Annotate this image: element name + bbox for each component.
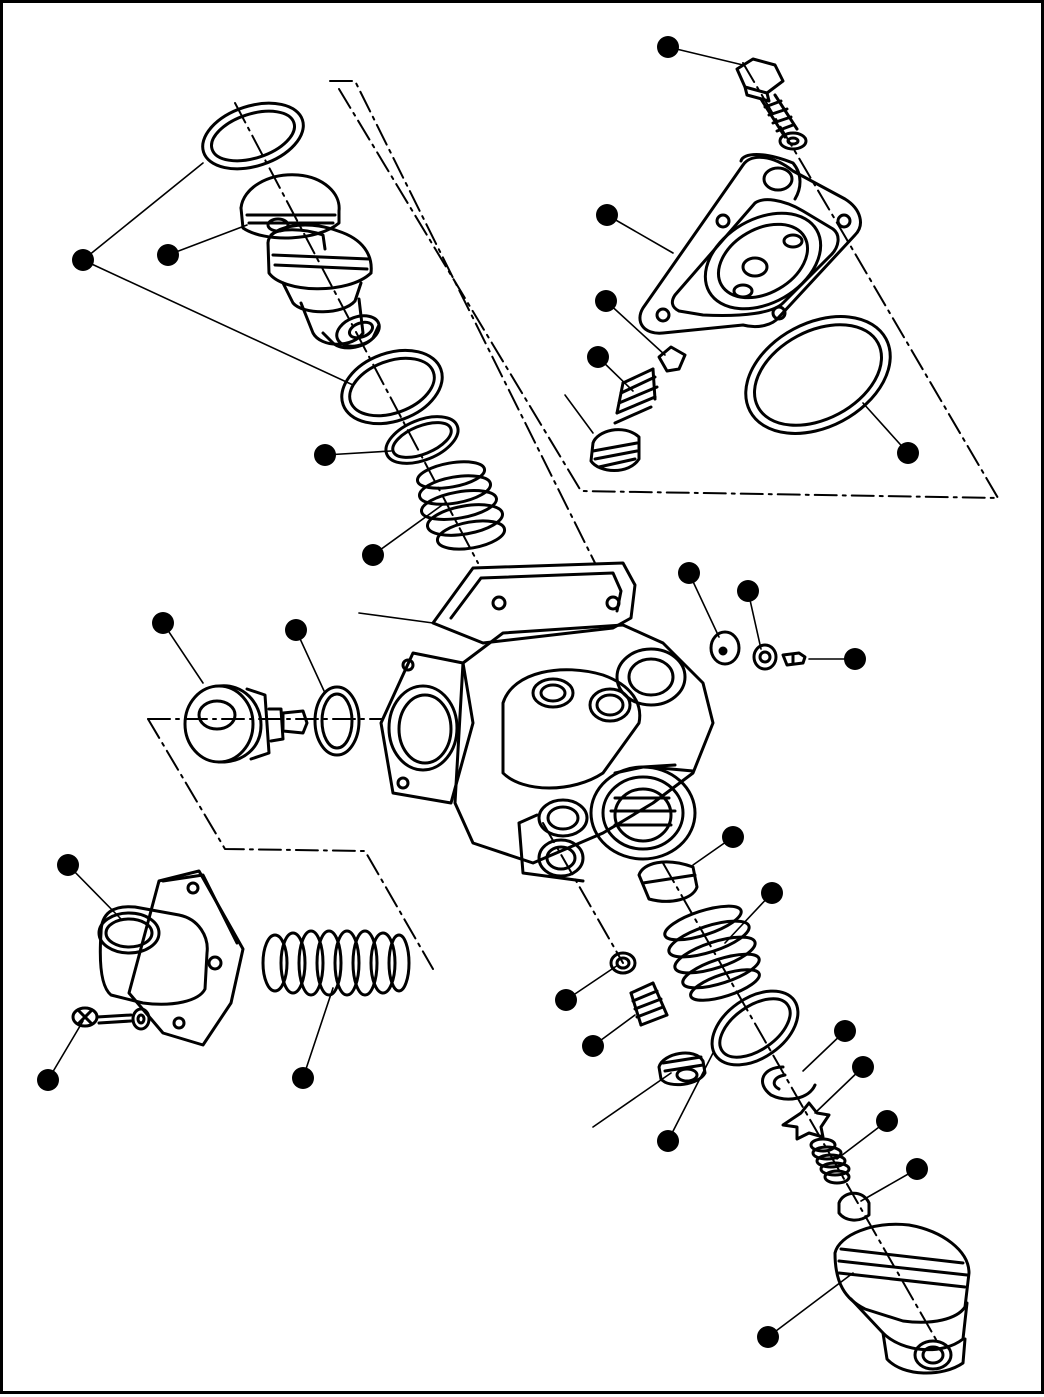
spring-mid: [661, 899, 763, 1006]
flanged-nut: [754, 645, 776, 669]
o-ring-left: [315, 687, 359, 755]
plug-cap: [591, 430, 639, 471]
pin: [283, 711, 307, 733]
callout-marker: [852, 1056, 874, 1078]
callout-markers: [37, 36, 928, 1348]
o-ring-bottom: [698, 976, 811, 1080]
set-screw: [659, 1053, 705, 1085]
callout-marker: [757, 1326, 779, 1348]
callout-marker: [737, 580, 759, 602]
outlet-union: [835, 1224, 969, 1373]
callout-marker: [678, 562, 700, 584]
callout-marker: [37, 1069, 59, 1091]
large-o-ring: [726, 293, 911, 457]
pump-body: [381, 563, 713, 881]
callout-marker: [876, 1110, 898, 1132]
seat-plug: [639, 862, 697, 901]
callout-marker: [314, 444, 336, 466]
small-screw: [783, 653, 805, 665]
leader-lines: [48, 47, 917, 1337]
callout-marker: [362, 544, 384, 566]
callout-marker: [761, 882, 783, 904]
hex-bolt: [737, 59, 797, 137]
callout-marker: [596, 204, 618, 226]
check-ball: [659, 347, 685, 371]
disc-washer: [711, 632, 739, 664]
callout-marker: [582, 1035, 604, 1057]
flange-cover: [99, 871, 243, 1045]
top-cover: [640, 155, 861, 334]
small-spring-center: [631, 983, 667, 1025]
callout-marker: [657, 36, 679, 58]
screw-with-washer: [73, 1008, 149, 1029]
callout-marker: [844, 648, 866, 670]
small-spring: [615, 369, 657, 423]
callout-marker: [152, 612, 174, 634]
callout-marker: [587, 346, 609, 368]
callout-marker: [906, 1158, 928, 1180]
valve-stem-assembly: [241, 175, 383, 352]
callout-marker: [722, 826, 744, 848]
exploded-parts-diagram: [3, 3, 1044, 1397]
callout-marker: [285, 619, 307, 641]
callout-marker: [157, 244, 179, 266]
callout-marker: [595, 290, 617, 312]
spider-guide: [783, 1103, 829, 1139]
large-spring-left: [263, 931, 409, 995]
callout-marker: [897, 442, 919, 464]
callout-marker: [292, 1067, 314, 1089]
callout-marker: [834, 1020, 856, 1042]
cap-nut: [185, 686, 283, 762]
callout-marker: [72, 249, 94, 271]
callout-marker: [57, 854, 79, 876]
callout-marker: [657, 1130, 679, 1152]
callout-marker: [555, 989, 577, 1011]
washer: [780, 133, 806, 149]
